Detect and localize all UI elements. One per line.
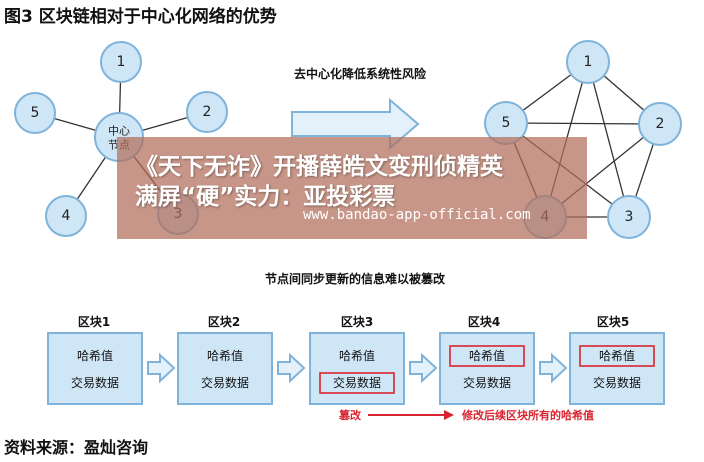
block-2-hash: 哈希值 [207,348,243,363]
central-node-4 [45,195,87,237]
block-5-title: 区块5 [597,314,629,329]
central-hub-label-line1: 中心 [108,125,130,138]
transition-arrow [291,97,420,151]
decentralize-caption: 去中心化降低系统性风险 [294,66,427,81]
block-1-data: 交易数据 [71,375,119,390]
mesh-node-3 [607,195,651,239]
tampered-data-highlight [319,372,395,394]
block-arrow-4 [539,352,568,384]
central-node-2 [186,91,228,133]
central-node-2-label: 2 [203,104,212,120]
figure-title: 图3 区块链相对于中心化网络的优势 [4,7,277,27]
central-node-4-label: 4 [62,208,71,224]
block-4-hash-highlight [449,345,525,367]
overlay-url: www.bandao-app-official.com [303,207,531,223]
central-node-5-label: 5 [31,105,40,121]
block-2-data: 交易数据 [201,375,249,390]
central-node-5 [14,92,56,134]
mesh-node-2-label: 2 [656,116,665,132]
block-arrow-3 [409,352,438,384]
mesh-node-3-label: 3 [625,209,634,225]
overlay-headline-line2: 满屏“硬”实力：亚投彩票 [135,184,396,210]
central-node-1-label: 1 [117,54,126,70]
block-4-title: 区块4 [468,314,500,329]
mesh-node-1-label: 1 [584,54,593,70]
mesh-node-1 [566,40,610,84]
block-5-data: 交易数据 [593,375,641,390]
block-1 [47,332,143,405]
block-3-data: 交易数据 [333,375,381,390]
block-3 [309,332,405,405]
block-arrow-1 [147,352,176,384]
block-4 [439,332,535,405]
overlay-headline-line1: 《天下无诈》开播薛皓文变刑侦精英 [135,154,503,180]
figure-source: 资料来源：盈灿咨询 [4,438,149,457]
mesh-node-2 [638,102,682,146]
modify-hash-label: 修改后续区块所有的哈希值 [461,408,594,422]
sync-caption: 节点间同步更新的信息难以被篡改 [265,271,446,286]
block-chain-row: 区块1 哈希值 交易数据 区块2 哈希值 交易数据 区块3 哈希值 交易数据 区… [47,314,665,405]
mesh-edge-2-5 [505,122,661,125]
block-2-title: 区块2 [208,314,240,329]
block-5-hash: 哈希值 [599,348,635,363]
mesh-edge-1-3 [587,61,630,218]
block-3-hash: 哈希值 [339,348,375,363]
block-3-title: 区块3 [341,314,373,329]
mesh-node-5-label: 5 [502,115,511,131]
central-node-1 [100,41,142,83]
block-4-hash: 哈希值 [469,348,505,363]
block-1-hash: 哈希值 [77,348,113,363]
block-4-data: 交易数据 [463,375,511,390]
block-5-hash-highlight [579,345,655,367]
block-arrow-2 [277,352,306,384]
block-1-title: 区块1 [78,314,110,329]
block-2 [177,332,273,405]
block-5 [569,332,665,405]
overlay-banner: 《天下无诈》开播薛皓文变刑侦精英 满屏“硬”实力：亚投彩票 www.bandao… [117,137,587,239]
tamper-label: 篡改 [338,408,362,422]
